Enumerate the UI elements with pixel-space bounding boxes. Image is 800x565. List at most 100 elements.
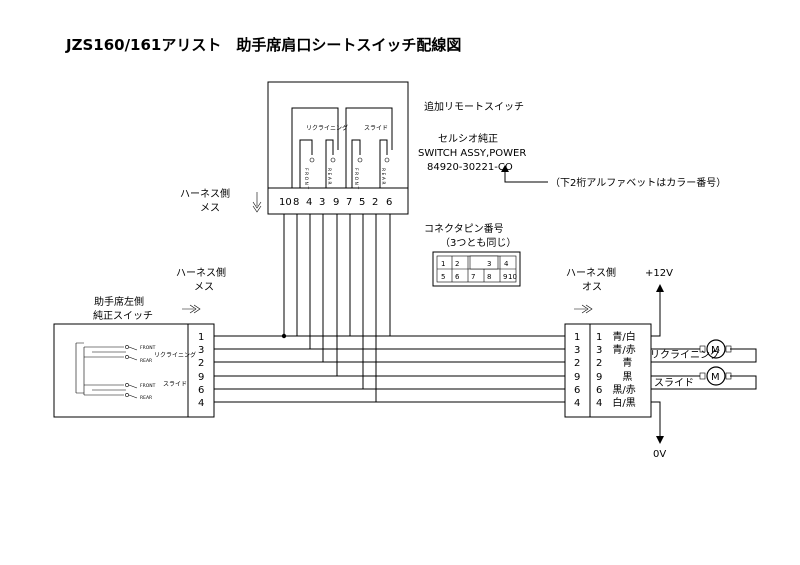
color-note: （下2桁アルファベットはカラー番号） [550, 176, 726, 189]
top-pin: 6 [386, 197, 392, 208]
power-ground-label: 0V [653, 449, 666, 460]
front-label: FRONT [140, 383, 156, 389]
recline-group-label: リクライニング [306, 124, 348, 132]
plus-wire [651, 292, 661, 337]
ground-wire [651, 401, 661, 436]
wire-color: 9 黒 [596, 371, 632, 383]
top-pin: 2 [372, 197, 378, 208]
legend-cell: 9 [503, 273, 507, 281]
add-switch-part-no: 84920-30221-CO [427, 162, 513, 173]
left-switch-outline [53, 323, 215, 418]
power-plus-label: +12V [645, 268, 673, 279]
right-connector-outline [564, 323, 652, 418]
arrow-up-icon [656, 284, 664, 292]
motor-icon [706, 339, 726, 359]
legend-cell: 2 [455, 260, 459, 268]
double-chevron-right-icon [574, 304, 593, 314]
right-pin: 1 [574, 332, 580, 343]
add-switch-part-name: SWITCH ASSY,POWER [418, 148, 526, 159]
recline-front-contact [299, 139, 313, 188]
slide-group-label: スライド [364, 125, 388, 132]
legend-cell: 1 [441, 260, 445, 268]
right-pin: 6 [574, 385, 580, 396]
wire-color: 1 青/白 [596, 330, 636, 343]
left-recline-label: リクライニング [154, 351, 196, 359]
junction-dot [281, 333, 287, 339]
added-remote-switch: リクライニング スライド F R O N T R E A R F R O N T… [267, 81, 409, 215]
right-pin: 3 [574, 345, 580, 356]
harness-top-label: ハーネス側 [180, 187, 230, 200]
left-pin: 2 [198, 358, 204, 369]
left-pin: 4 [198, 398, 204, 409]
left-switch-title: 助手席左側 [94, 295, 144, 308]
legend-cell: 5 [441, 273, 445, 281]
rear-label: REAR [140, 395, 152, 401]
legend-cell: 4 [504, 260, 509, 268]
color-note-leader [504, 172, 548, 183]
harness-right-sub: オス [582, 281, 602, 293]
arrow-down-icon [656, 436, 664, 444]
slide-group-bracket [345, 107, 393, 188]
contact-dot [309, 157, 315, 163]
top-pin: 7 [346, 197, 352, 208]
top-pin: 10 [279, 197, 292, 208]
harness-right-label: ハーネス側 [566, 266, 616, 279]
connector-legend-subtitle: （3つとも同じ） [440, 237, 516, 249]
legend-cell: 8 [487, 273, 491, 281]
rear-letters: R E A R [380, 168, 386, 184]
recline-group-bracket [291, 107, 339, 188]
motor-label: スライド [654, 377, 694, 389]
left-original-switch: FRONT REAR FRONT REAR リクライニング スライド 1 3 2… [53, 323, 215, 418]
top-pin: 8 [293, 197, 299, 208]
left-pin: 3 [198, 345, 204, 356]
connector-legend-title: コネクタピン番号 [424, 223, 504, 235]
front-letters: F R O N T [353, 168, 359, 189]
legend-cell: 3 [487, 260, 491, 268]
legend-cell: 10 [508, 273, 517, 281]
top-pin: 5 [359, 197, 365, 208]
right-pin: 2 [574, 358, 580, 369]
rear-letters: R E A R [326, 168, 332, 184]
left-switch-subtitle: 純正スイッチ [93, 309, 153, 322]
right-pin: 9 [574, 372, 580, 383]
slide-rear-contact [379, 139, 388, 188]
connector-legend-shape: 1 2 3 4 5 6 7 8 9 10 [432, 251, 521, 287]
right-harness-connector: 1 3 2 9 6 4 1 青/白 3 青/赤 2 青 9 黒 6 黒/赤 4 … [564, 323, 652, 418]
left-pin: 9 [198, 372, 204, 383]
switch-upper-box [267, 81, 409, 189]
top-pin: 3 [319, 197, 325, 208]
switch-drop-wires [281, 214, 391, 402]
harness-left-label: ハーネス側 [176, 266, 226, 279]
motor-symbol: M [711, 372, 720, 383]
contact-dot [330, 157, 336, 163]
double-chevron-down-icon [252, 201, 262, 213]
motor-symbol: M [711, 345, 720, 356]
right-pin: 4 [574, 398, 580, 409]
legend-cell: 7 [471, 273, 475, 281]
front-letters: F R O N T [303, 168, 309, 189]
legend-cell: 6 [455, 273, 460, 281]
slide-motor: M スライド [651, 366, 757, 390]
slide-front-contact [351, 139, 361, 188]
left-slide-label: スライド [163, 381, 187, 388]
recline-rear-contact [325, 139, 334, 188]
bus-wires [214, 335, 565, 403]
page-title: JZS160/161アリスト 助手席肩口シートスイッチ配線図 [65, 36, 461, 54]
contact-dot [357, 157, 363, 163]
top-pin: 4 [306, 197, 312, 208]
wire-color: 2 青 [596, 356, 632, 369]
front-label: FRONT [140, 345, 156, 351]
left-pin: 6 [198, 385, 204, 396]
contact-dot [384, 157, 390, 163]
wire-color: 4 白/黒 [596, 396, 636, 409]
leader-arrow-icon [501, 165, 509, 172]
motor-icon [706, 366, 726, 386]
add-switch-maker: セルシオ純正 [438, 132, 498, 145]
left-pin: 1 [198, 332, 204, 343]
recline-motor: M リクライニング [650, 339, 757, 363]
double-chevron-right-icon [182, 304, 201, 314]
harness-top-sub: メス [200, 203, 220, 214]
rear-label: REAR [140, 358, 152, 364]
wire-color: 3 青/赤 [596, 343, 636, 356]
